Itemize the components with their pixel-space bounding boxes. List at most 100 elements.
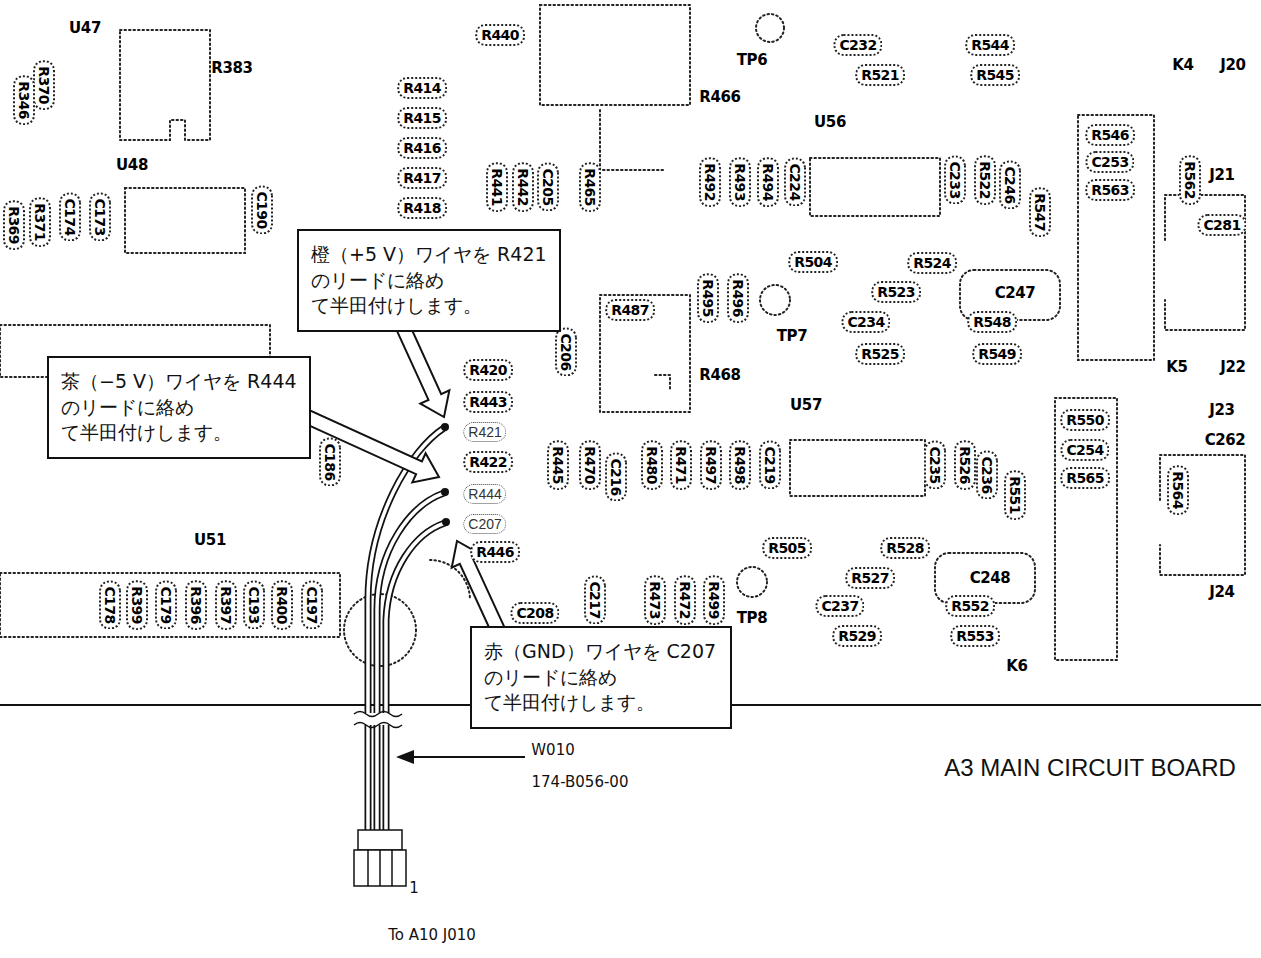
component-label: C190 — [251, 185, 273, 234]
leader-line — [410, 756, 525, 758]
component-label: R529 — [832, 625, 882, 647]
component-label: C179 — [155, 580, 177, 629]
wire-label: 174-B056-00 — [532, 775, 629, 790]
solder-target-label: R444 — [463, 484, 506, 504]
component-label: R496 — [727, 273, 749, 323]
component-label: R415 — [397, 107, 447, 129]
component-label: R443 — [463, 391, 513, 413]
component-label: R487 — [605, 299, 655, 321]
component-label: R465 — [579, 162, 601, 212]
component-label: R547 — [1029, 187, 1051, 237]
component-label: C193 — [243, 580, 265, 629]
connector-cap — [358, 830, 402, 850]
component-label: R552 — [945, 595, 995, 617]
component-label: R399 — [126, 580, 148, 630]
reference-label: K4 — [1172, 58, 1193, 73]
ic-outline — [600, 295, 690, 412]
component-label: R544 — [965, 34, 1015, 56]
component-label: R494 — [757, 157, 779, 207]
component-label: R422 — [463, 451, 513, 473]
component-label: R522 — [974, 155, 996, 205]
relay-outline — [1055, 398, 1117, 660]
solder-point — [442, 518, 450, 526]
component-label: C254 — [1060, 439, 1109, 461]
connector-pin — [391, 850, 393, 886]
component-label: R417 — [397, 167, 447, 189]
leader-arrowhead — [396, 750, 414, 764]
component-label: C237 — [815, 595, 864, 617]
component-label: R416 — [397, 137, 447, 159]
component-label: R400 — [271, 580, 293, 630]
callout-box: 赤（GND）ワイヤを C207 のリードに絡め て半田付けします。 — [470, 626, 732, 729]
reference-label: J23 — [1209, 403, 1234, 418]
reference-label: J20 — [1220, 58, 1245, 73]
reference-label: TP8 — [737, 611, 767, 626]
reference-label: K5 — [1166, 360, 1187, 375]
reference-label: TP7 — [777, 329, 807, 344]
component-label: R369 — [3, 200, 25, 250]
wire — [368, 428, 444, 832]
reference-label: U57 — [790, 398, 822, 413]
component-label: C205 — [537, 162, 559, 211]
component-label: R472 — [674, 575, 696, 625]
callout-arrow — [289, 404, 439, 483]
test-point — [760, 285, 790, 315]
reference-label: C248 — [970, 571, 1011, 586]
component-label: R471 — [670, 440, 692, 490]
component-label: R549 — [972, 343, 1022, 365]
solder-point — [441, 423, 449, 431]
component-label: R550 — [1060, 409, 1110, 431]
ic-outline — [540, 5, 690, 170]
component-label: R545 — [970, 64, 1020, 86]
component-label: R495 — [697, 273, 719, 323]
component-label: R527 — [845, 567, 895, 589]
component-label: C206 — [555, 327, 577, 376]
component-label: C235 — [924, 440, 946, 489]
ic-outline — [810, 158, 940, 216]
wire-break — [354, 712, 402, 717]
component-label: R370 — [33, 60, 55, 110]
component-label: C234 — [841, 311, 890, 333]
component-label: C217 — [584, 575, 606, 624]
reference-label: J21 — [1209, 168, 1234, 183]
component-label: R546 — [1085, 124, 1135, 146]
reference-label: K6 — [1006, 659, 1027, 674]
component-label: R551 — [1004, 470, 1026, 520]
ic-outline — [790, 440, 925, 496]
wire-break — [354, 723, 402, 728]
component-label: R396 — [185, 580, 207, 630]
component-label: R565 — [1060, 467, 1110, 489]
component-label: R418 — [397, 197, 447, 219]
wire-harness — [368, 428, 445, 832]
component-label: R346 — [13, 75, 35, 125]
component-label: C216 — [605, 452, 627, 501]
component-label: C219 — [759, 440, 781, 489]
board-title: A3 MAIN CIRCUIT BOARD — [944, 756, 1236, 780]
component-label: R521 — [855, 64, 905, 86]
connector-body — [354, 850, 406, 886]
callout-box: 茶（−5 V）ワイヤを R444 のリードに絡め て半田付けします。 — [47, 356, 311, 459]
component-label: R497 — [700, 440, 722, 490]
component-label: R480 — [641, 440, 663, 490]
component-label: R371 — [29, 197, 51, 247]
component-label: R528 — [880, 537, 930, 559]
component-label: C224 — [784, 157, 806, 206]
relay-outline — [1078, 115, 1154, 360]
reference-label: U56 — [814, 115, 846, 130]
ic-outline — [0, 573, 340, 637]
test-point — [737, 567, 767, 597]
harness-connector — [354, 830, 406, 886]
component-label: R524 — [907, 252, 957, 274]
component-label: R473 — [644, 575, 666, 625]
component-label: C174 — [59, 192, 81, 241]
instruction-text: 橙（+5 V）ワイヤを R421 のリードに絡め て半田付けします。 — [311, 242, 547, 319]
component-label: C236 — [976, 450, 998, 499]
reference-label: TP6 — [737, 53, 767, 68]
reference-label: J24 — [1209, 585, 1234, 600]
component-label: C253 — [1085, 151, 1134, 173]
component-label: R563 — [1085, 179, 1135, 201]
solder-target-label: C207 — [463, 514, 506, 534]
component-label: R504 — [788, 251, 838, 273]
component-label: C186 — [319, 437, 341, 486]
reference-label: C247 — [995, 286, 1036, 301]
